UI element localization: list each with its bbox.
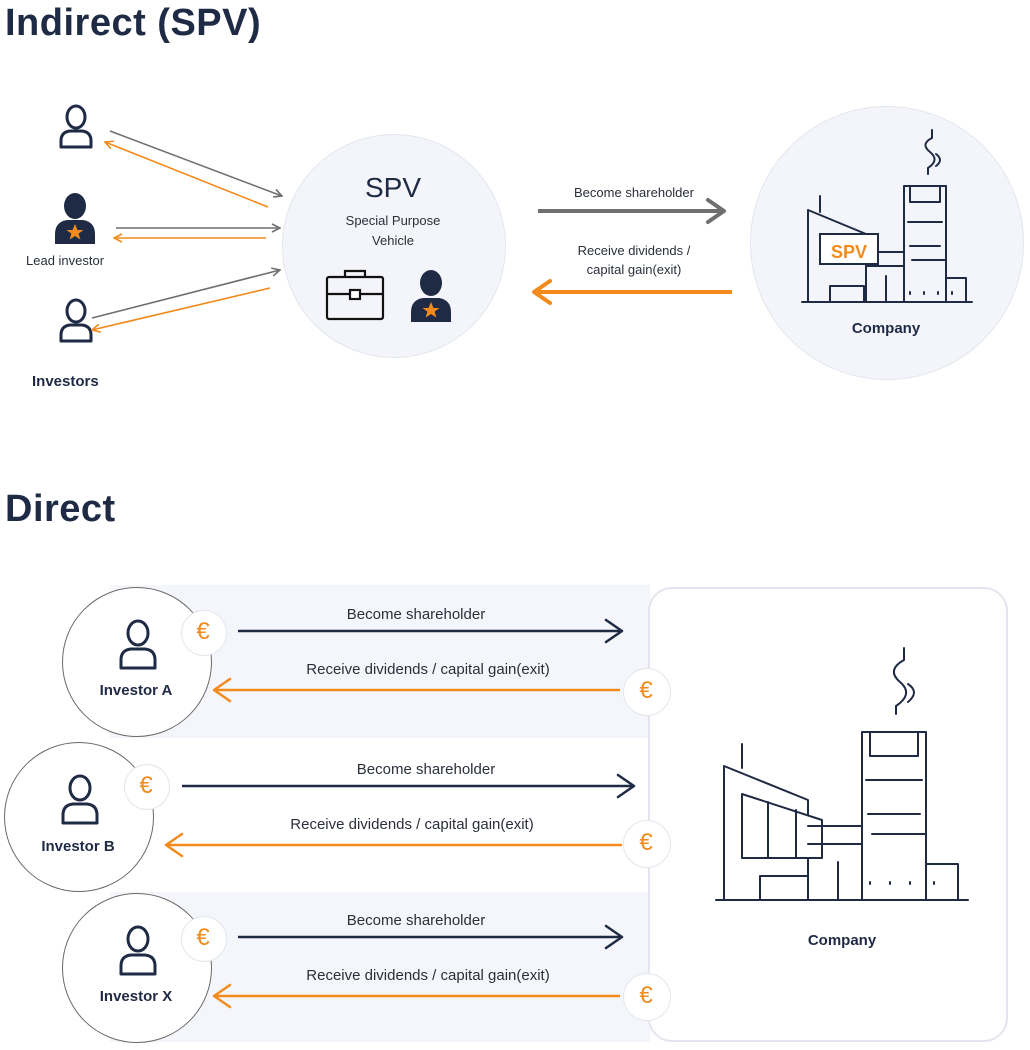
investor-a-receive-arrow — [212, 677, 620, 703]
spv-receive-label-1: Receive dividends / — [577, 243, 691, 258]
investor-a-icon — [119, 619, 157, 670]
spv-subtitle-2: Vehicle — [372, 233, 414, 248]
investor-b-become-arrow — [182, 773, 636, 799]
investor-a-become-label: Become shareholder — [346, 606, 486, 623]
company-spv-sign: SPV — [830, 242, 868, 262]
investor-b-receive-arrow — [164, 832, 622, 858]
arrow-investor-top-to-spv — [109, 130, 282, 196]
company-to-spv-arrow — [532, 279, 732, 305]
direct-factory-icon — [715, 647, 969, 901]
company-circle — [750, 106, 1024, 380]
investor-x-icon — [119, 925, 157, 976]
spv-title: SPV — [364, 172, 422, 203]
spv-circle — [282, 134, 506, 358]
investor-x-label: Investor X — [99, 988, 173, 1005]
investor-a-become-arrow — [238, 618, 624, 644]
investors-label: Investors — [32, 373, 99, 390]
investor-x-receive-label: Receive dividends / capital gain(exit) — [306, 967, 550, 984]
investor-a-circle — [62, 587, 212, 737]
investor-a-euro-icon: € — [196, 618, 210, 645]
company-euro-icon-b: € — [639, 829, 653, 856]
investor-b-circle — [4, 742, 154, 892]
arrow-investor-bottom-to-spv — [91, 270, 280, 319]
company-euro-icon-a: € — [639, 677, 653, 704]
company-euro-badge-b — [623, 820, 671, 868]
investor-x-circle — [62, 893, 212, 1043]
lead-investor-icon — [55, 193, 95, 244]
direct-title: Direct — [5, 488, 116, 530]
company-euro-badge-a — [623, 668, 671, 716]
direct-company-label: Company — [807, 932, 877, 949]
investor-x-euro-badge — [181, 916, 227, 962]
indirect-title: Indirect (SPV) — [5, 2, 262, 44]
factory-icon — [801, 129, 973, 303]
arrow-spv-to-investor-top — [105, 142, 269, 208]
company-euro-icon-x: € — [639, 982, 653, 1009]
investor-x-receive-arrow — [212, 983, 620, 1009]
investor-b-become-label: Become shareholder — [356, 761, 496, 778]
investor-b-euro-badge — [124, 764, 170, 810]
investor-b-euro-icon: € — [139, 772, 153, 799]
company-box — [648, 587, 1008, 1042]
investor-x-become-label: Become shareholder — [346, 912, 486, 929]
company-euro-badge-x — [623, 973, 671, 1021]
investor-b-label: Investor B — [41, 838, 115, 855]
indirect-company-label: Company — [851, 320, 921, 337]
lead-investor-in-spv-icon — [411, 270, 451, 322]
briefcase-icon — [325, 269, 385, 321]
investor-x-euro-icon: € — [196, 924, 210, 951]
spv-become-shareholder-label: Become shareholder — [574, 185, 694, 200]
investor-a-euro-badge — [181, 610, 227, 656]
investor-a-label: Investor A — [99, 682, 173, 699]
spv-to-company-arrow — [538, 198, 726, 224]
investor-b-icon — [61, 774, 99, 825]
arrow-spv-to-investor-bottom — [92, 287, 271, 330]
spv-receive-label-2: capital gain(exit) — [586, 262, 682, 277]
investor-top-icon — [59, 104, 93, 149]
investor-bottom-icon — [59, 298, 93, 343]
investor-spv-arrows — [0, 130, 520, 360]
lead-investor-label: Lead investor — [26, 253, 105, 268]
spv-subtitle-1: Special Purpose — [345, 213, 441, 228]
investor-b-receive-label: Receive dividends / capital gain(exit) — [290, 816, 534, 833]
investor-x-become-arrow — [238, 924, 624, 950]
investor-a-receive-label: Receive dividends / capital gain(exit) — [306, 661, 550, 678]
